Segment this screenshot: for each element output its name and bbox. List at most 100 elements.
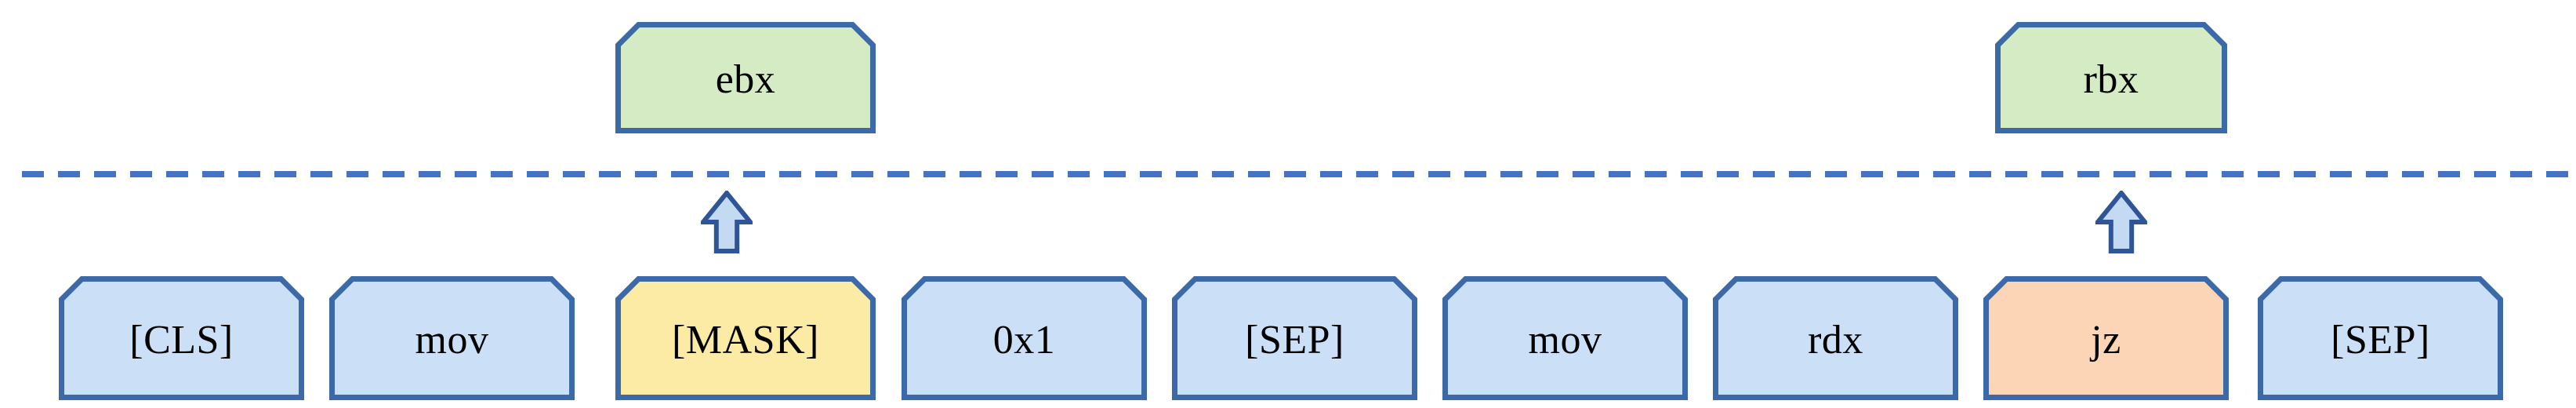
divider-dash	[1537, 171, 1558, 177]
box-label: jz	[2091, 318, 2121, 362]
divider-dash	[996, 171, 1018, 177]
divider-dash	[2150, 171, 2171, 177]
divider-dash	[2041, 171, 2063, 177]
token-mask-2[interactable]: [MASK]	[615, 276, 876, 400]
divider-dash	[2474, 171, 2496, 177]
divider-dash	[2294, 171, 2316, 177]
token-sep-4[interactable]: [SEP]	[1172, 276, 1417, 400]
divider-dash	[1320, 171, 1342, 177]
box-label: 0x1	[992, 318, 1056, 362]
box-shape	[1713, 276, 1958, 400]
divider-dash	[2330, 171, 2352, 177]
divider-dash	[2366, 171, 2388, 177]
divider-dash	[743, 171, 765, 177]
divider-dash	[1681, 171, 1703, 177]
arrow-jz-to-rbx	[2095, 191, 2147, 253]
divider-dash	[274, 171, 296, 177]
divider-dash	[2402, 171, 2424, 177]
token-mov-1[interactable]: mov	[329, 276, 575, 400]
divider-dash	[1032, 171, 1054, 177]
divider-dash	[1789, 171, 1811, 177]
divider-dash	[1825, 171, 1847, 177]
divider-dash	[707, 171, 729, 177]
divider-dash	[1428, 171, 1450, 177]
box-label: [CLS]	[129, 318, 234, 362]
divider-dash	[2222, 171, 2244, 177]
box-shape	[329, 276, 575, 400]
divider-dash	[887, 171, 909, 177]
divider-dash	[1897, 171, 1919, 177]
token-rdx-6[interactable]: rdx	[1713, 276, 1958, 400]
divider-dash	[671, 171, 693, 177]
divider-dash	[1068, 171, 1090, 177]
divider-dash	[2510, 171, 2532, 177]
divider-dash	[1500, 171, 1522, 177]
divider-dash	[1212, 171, 1234, 177]
divider-dash	[2438, 171, 2460, 177]
divider-dash	[22, 171, 44, 177]
box-label: [SEP]	[2331, 318, 2430, 362]
box-shape	[615, 22, 876, 133]
divider-dash	[2005, 171, 2027, 177]
divider-dash	[2077, 171, 2099, 177]
token-cls-0[interactable]: [CLS]	[59, 276, 304, 400]
box-shape	[1983, 276, 2229, 400]
divider-dash	[2258, 171, 2280, 177]
box-label: [SEP]	[1245, 318, 1344, 362]
box-shape	[1442, 276, 1688, 400]
divider-dash	[1464, 171, 1486, 177]
box-shape	[2258, 276, 2503, 400]
divider-dash	[815, 171, 837, 177]
divider-dash	[1861, 171, 1883, 177]
divider-dash	[1645, 171, 1667, 177]
divider-dash	[1573, 171, 1595, 177]
box-shape	[1995, 22, 2227, 133]
box-shape	[615, 276, 876, 400]
divider-dash	[1392, 171, 1414, 177]
divider-dash	[166, 171, 188, 177]
divider-dash	[346, 171, 368, 177]
divider-dash	[1609, 171, 1631, 177]
divider-dash	[851, 171, 873, 177]
prediction-ebx[interactable]: ebx	[615, 22, 876, 133]
divider-dash	[1969, 171, 1991, 177]
divider-dash	[1176, 171, 1198, 177]
divider-dash	[1753, 171, 1775, 177]
divider-dash	[2113, 171, 2135, 177]
box-label: mov	[1528, 318, 1602, 362]
divider-dash	[779, 171, 801, 177]
divider-dash	[1356, 171, 1378, 177]
divider-dash	[130, 171, 152, 177]
divider-dash	[383, 171, 405, 177]
divider-dash	[1933, 171, 1955, 177]
token-0x1-3[interactable]: 0x1	[902, 276, 1147, 400]
divider-dash	[58, 171, 80, 177]
divider-dash	[1248, 171, 1270, 177]
divider-dash	[2546, 171, 2568, 177]
divider-dash	[94, 171, 116, 177]
divider-dash	[923, 171, 945, 177]
token-sep-8[interactable]: [SEP]	[2258, 276, 2503, 400]
token-mov-5[interactable]: mov	[1442, 276, 1688, 400]
divider-dash	[238, 171, 260, 177]
prediction-rbx[interactable]: rbx	[1995, 22, 2227, 133]
box-label: ebx	[715, 57, 776, 102]
prediction-boundary-divider	[0, 171, 2576, 177]
token-jz-7[interactable]: jz	[1983, 276, 2229, 400]
divider-dash	[1104, 171, 1126, 177]
divider-dash	[960, 171, 981, 177]
box-label: rdx	[1808, 318, 1863, 362]
box-shape	[1172, 276, 1417, 400]
divider-dash	[202, 171, 224, 177]
divider-dash	[2186, 171, 2208, 177]
divider-dash	[1284, 171, 1306, 177]
divider-dash	[1717, 171, 1739, 177]
divider-dash	[527, 171, 549, 177]
divider-dash	[419, 171, 441, 177]
divider-dash	[1140, 171, 1162, 177]
box-shape	[902, 276, 1147, 400]
divider-dash	[491, 171, 513, 177]
divider-dash	[599, 171, 621, 177]
divider-dash	[455, 171, 477, 177]
